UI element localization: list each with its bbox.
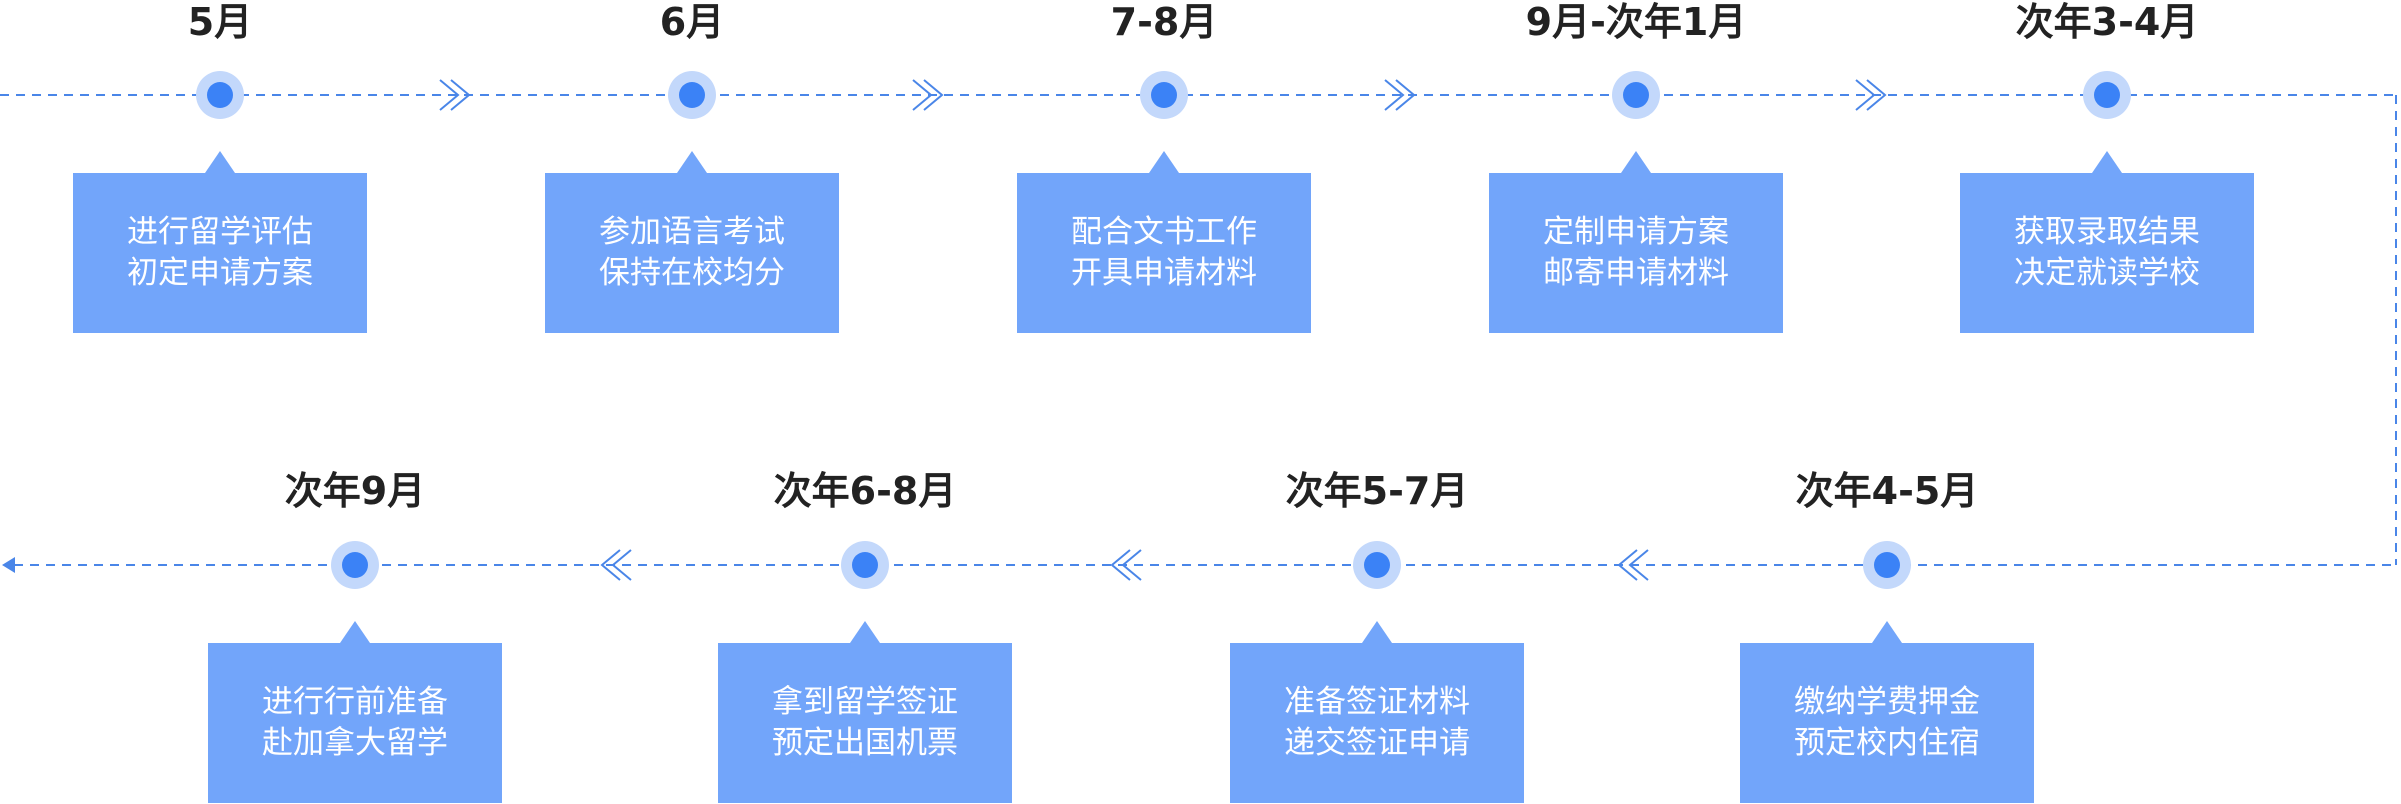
card-line: 开具申请材料 [1071,255,1257,291]
milestone-date: 次年3-4月 [2015,0,2199,44]
double-chevron-left-icon [600,549,632,581]
milestone-dot-icon [331,541,379,589]
double-chevron-right-icon [439,79,471,111]
milestone-card: 准备签证材料 递交签证申请 [1230,621,1524,803]
milestone-dots [196,71,2131,589]
milestone-dot-icon [196,71,244,119]
milestone-dot-icon [668,71,716,119]
milestone-card: 定制申请方案 邮寄申请材料 [1489,151,1783,333]
card-line: 缴纳学费押金 [1794,684,1980,720]
milestone-date: 次年4-5月 [1795,469,1979,513]
card-line: 配合文书工作 [1071,214,1257,250]
milestone-date: 9月-次年1月 [1525,0,1747,44]
milestone-dot-icon [1140,71,1188,119]
card-line: 邮寄申请材料 [1543,255,1729,291]
card-line: 拿到留学签证 [772,684,958,720]
milestone-card: 缴纳学费押金 预定校内住宿 [1740,621,2034,803]
milestone-dot-icon [1863,541,1911,589]
milestone-dot-icon [1612,71,1660,119]
double-chevron-left-icon [1617,549,1649,581]
arrowhead-left-icon [2,557,15,573]
milestone-date: 5月 [187,0,253,44]
card-line: 保持在校均分 [599,255,785,291]
card-line: 进行留学评估 [127,214,313,250]
milestone-dot-icon [1353,541,1401,589]
card-line: 赴加拿大留学 [262,725,448,761]
card-line: 获取录取结果 [2014,214,2200,250]
card-line: 预定校内住宿 [1794,725,1980,761]
milestone-date: 次年5-7月 [1285,469,1469,513]
milestone-date: 次年6-8月 [773,469,957,513]
card-line: 参加语言考试 [599,214,785,250]
milestone-card: 拿到留学签证 预定出国机票 [718,621,1012,803]
milestone-date: 次年9月 [284,469,426,513]
milestone-card: 参加语言考试 保持在校均分 [545,151,839,333]
card-line: 准备签证材料 [1284,684,1470,720]
milestone-dot-icon [841,541,889,589]
card-line: 预定出国机票 [772,725,958,761]
card-line: 进行行前准备 [262,684,448,720]
double-chevron-left-icon [1110,549,1142,581]
milestone-dot-icon [2083,71,2131,119]
card-line: 递交签证申请 [1284,725,1470,761]
milestone-card: 获取录取结果 决定就读学校 [1960,151,2254,333]
double-chevron-right-icon [1855,79,1887,111]
card-line: 决定就读学校 [2014,255,2200,291]
card-line: 定制申请方案 [1543,214,1729,250]
double-chevron-right-icon [1384,79,1416,111]
double-chevron-right-icon [912,79,944,111]
milestone-card: 进行留学评估 初定申请方案 [73,151,367,333]
card-line: 初定申请方案 [127,255,313,291]
milestone-card: 进行行前准备 赴加拿大留学 [208,621,502,803]
milestone-date: 7-8月 [1110,0,1218,44]
milestone-card: 配合文书工作 开具申请材料 [1017,151,1311,333]
milestone-date: 6月 [659,0,725,44]
